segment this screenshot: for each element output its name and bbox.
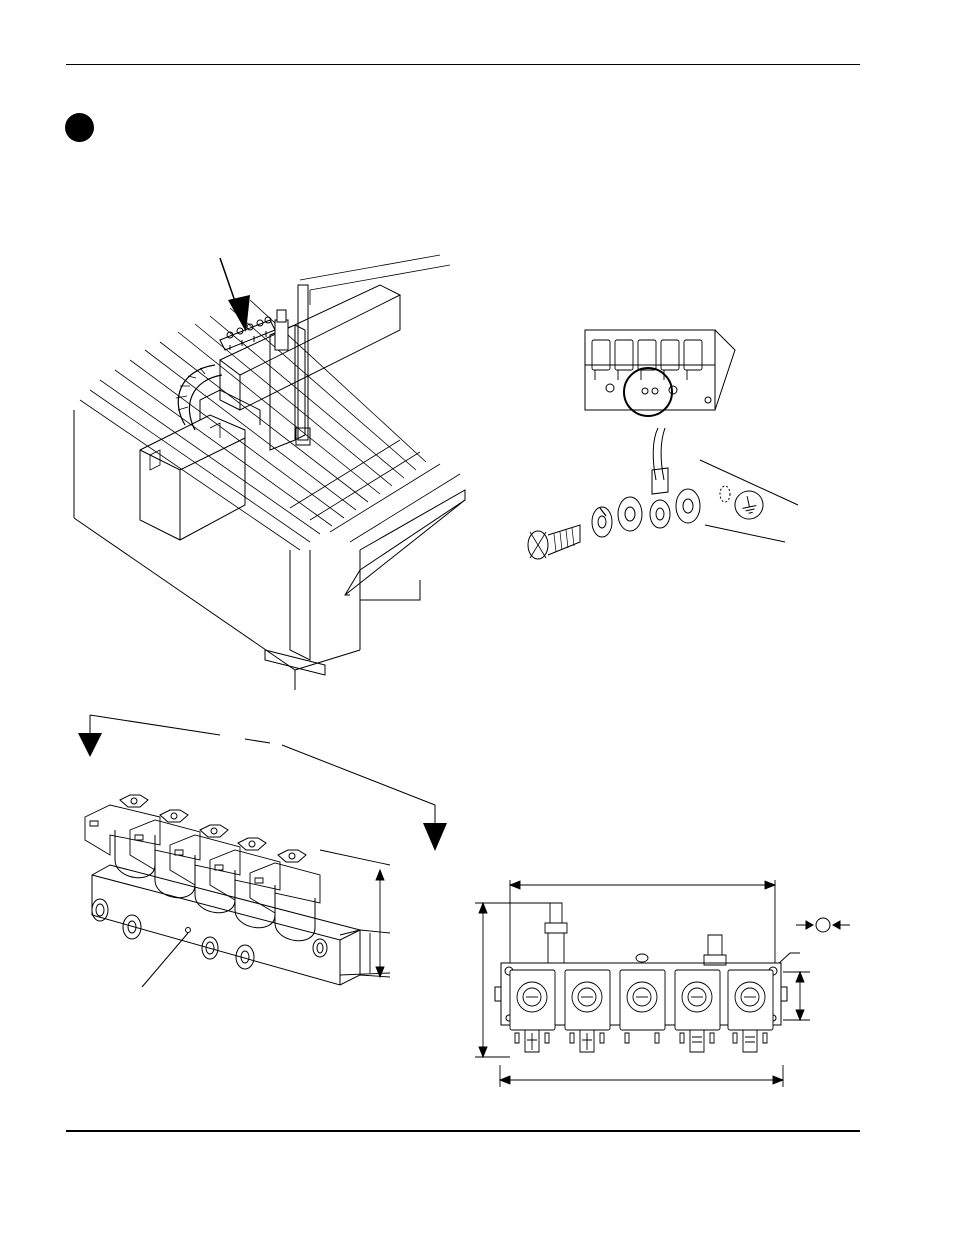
- part-leader: [142, 933, 188, 987]
- cable-carrier: [178, 365, 222, 430]
- hole-leader: [777, 953, 800, 965]
- housing-valves: [592, 340, 702, 380]
- ground-symbol-icon: [732, 488, 765, 521]
- front-dimensions: [475, 880, 810, 1087]
- gantry-beam: [220, 285, 400, 410]
- table-overview-figure: [60, 250, 480, 690]
- torch-body: [275, 320, 288, 350]
- iso-dimensions: [320, 850, 390, 977]
- lock-washer: [592, 507, 612, 537]
- ground-screw: [528, 525, 580, 559]
- table-outline: [74, 410, 465, 690]
- callout-arrow-head: [228, 295, 250, 332]
- threaded-hole: [720, 486, 730, 502]
- header-rule: [66, 64, 860, 65]
- manifold-housing: [585, 330, 735, 410]
- valve-coils: [115, 830, 315, 941]
- break-line: [90, 715, 435, 825]
- valve-nuts: [120, 795, 306, 862]
- ground-cable: [653, 428, 665, 480]
- gantry-rail: [300, 255, 450, 305]
- manifold-on-gantry: [220, 317, 275, 350]
- front-valves: [510, 970, 773, 1030]
- gantry-end-block: [140, 415, 245, 540]
- torch-column: [298, 285, 308, 440]
- washer-2: [676, 489, 700, 523]
- front-top-fittings: [545, 903, 726, 965]
- ground-connection-figure: [520, 320, 820, 590]
- washer-1: [618, 497, 642, 531]
- front-connectors: [515, 1030, 767, 1052]
- manifold-front-figure: [465, 875, 855, 1095]
- manifold-isometric-figure: [78, 705, 447, 1000]
- compression-symbol-icon: [796, 918, 850, 932]
- table-leg: [265, 550, 325, 675]
- chassis-plate: [700, 460, 798, 542]
- arrowhead-right: [423, 823, 447, 851]
- footer-rule: [66, 1130, 860, 1132]
- step-bullet-icon: [65, 113, 94, 142]
- arrowhead-left: [78, 733, 102, 757]
- manifold-fittings: [92, 899, 327, 969]
- coil-housings: [85, 805, 320, 913]
- ring-terminal: [650, 500, 670, 528]
- ground-location-highlight: [624, 368, 672, 416]
